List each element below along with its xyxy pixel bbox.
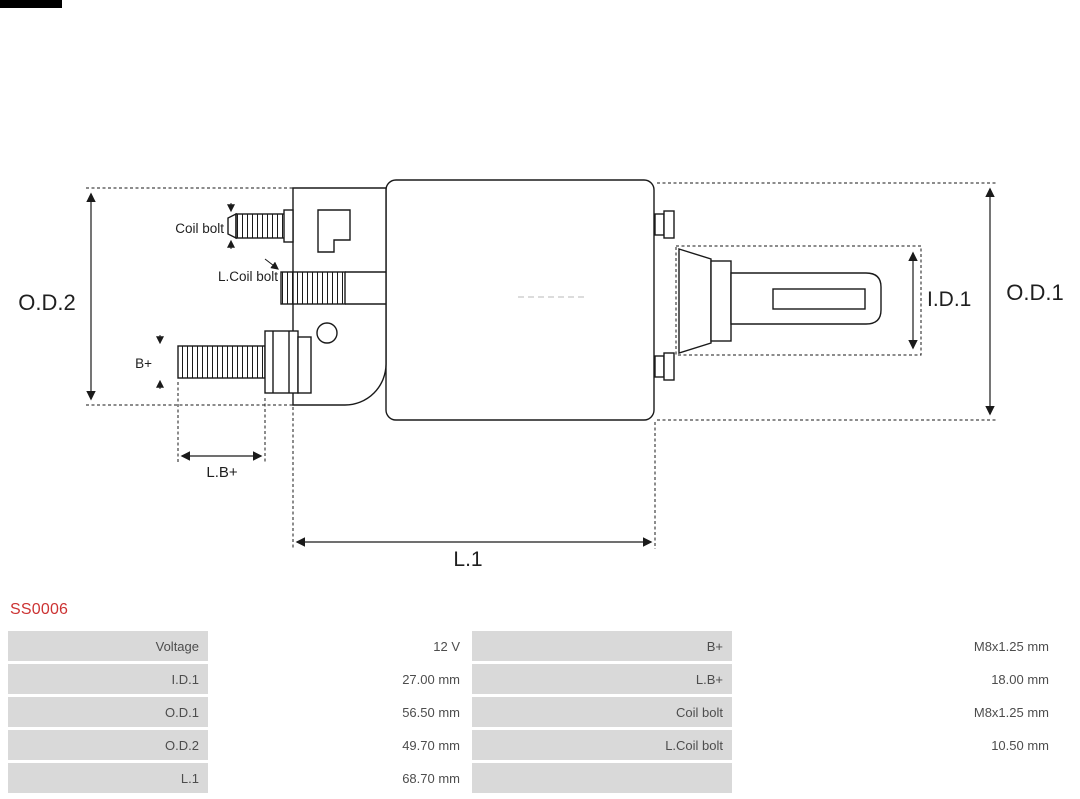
spec-label [472,763,732,793]
spec-value: 27.00 mm [211,664,469,694]
spec-label: L.1 [8,763,208,793]
plunger-slot [772,288,866,310]
label-id1: I.D.1 [927,288,971,311]
product-code: SS0006 [10,601,69,618]
spec-table: Voltage 12 V B+ M8x1.25 mm I.D.1 27.00 m… [8,631,1058,793]
b-plus-terminal [177,322,338,394]
spec-label: Voltage [8,631,208,661]
spec-value [735,763,1058,793]
plunger-shaft [678,248,882,354]
terminal-stud-bottom [654,352,675,381]
flange-step [317,209,351,253]
label-od2: O.D.2 [18,290,75,315]
label-lb-plus: L.B+ [206,464,238,481]
spec-value: 56.50 mm [211,697,469,727]
label-l-coil-bolt: L.Coil bolt [218,269,278,284]
spec-value: 12 V [211,631,469,661]
coil-bolt [227,209,294,243]
spec-value: 10.50 mm [735,730,1058,760]
dimension-lines [86,187,995,547]
spec-value: 18.00 mm [735,664,1058,694]
spec-label: L.B+ [472,664,732,694]
label-coil-bolt: Coil bolt [175,221,224,236]
label-od1: O.D.1 [1006,280,1063,305]
spec-label: I.D.1 [8,664,208,694]
spec-value: M8x1.25 mm [735,631,1058,661]
logo-strip [0,0,62,8]
label-l1: L.1 [453,548,482,571]
spec-value: 68.70 mm [211,763,469,793]
spec-value: M8x1.25 mm [735,697,1058,727]
bushing-lines [345,271,386,305]
terminal-stud-top [654,210,675,239]
spec-label: O.D.2 [8,730,208,760]
spec-value: 49.70 mm [211,730,469,760]
solenoid-body [385,179,655,421]
label-b-plus: B+ [135,356,152,371]
dimension-extension-lines [86,182,997,549]
spec-label: O.D.1 [8,697,208,727]
id1-reference-box [675,245,922,356]
l-coil-bolt-bushing [280,271,346,305]
spec-label: Coil bolt [472,697,732,727]
spec-label: L.Coil bolt [472,730,732,760]
spec-label: B+ [472,631,732,661]
solenoid-diagram: O.D.2 O.D.1 I.D.1 L.1 L.B+ B+ Coil bolt … [18,179,1064,571]
